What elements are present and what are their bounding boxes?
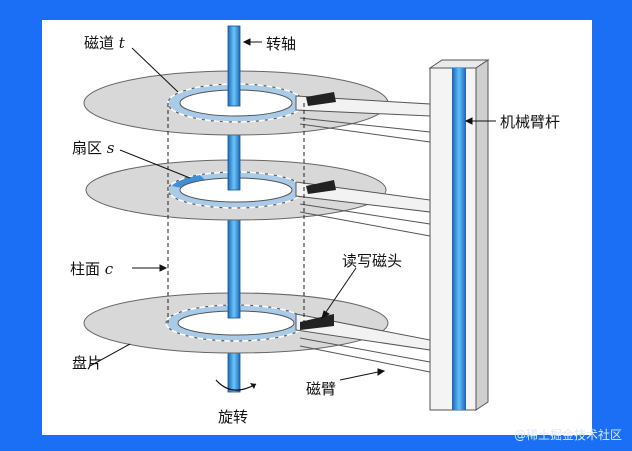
arm-assembly-bar (428, 59, 490, 411)
arm-middle (295, 180, 431, 237)
watermark: @稀土掘金技术社区 (513, 428, 622, 442)
spindle-bottom (227, 349, 241, 393)
label-platter: 盘片 (72, 354, 103, 372)
highlighted-sector (172, 175, 206, 188)
rotation-arrowhead (250, 383, 256, 389)
label-track: 磁道 t (84, 34, 125, 52)
label-arm: 磁臂 (306, 380, 337, 398)
label-sector: 扇区 s (72, 139, 115, 157)
label-rotation: 旋转 (218, 408, 249, 426)
arm-top (295, 92, 431, 143)
label-cylinder: 柱面 c (70, 260, 114, 278)
arm-bottom (295, 313, 431, 373)
label-spindle: 转轴 (266, 35, 297, 53)
leader-lines (89, 38, 496, 381)
spindle-top (227, 25, 241, 107)
label-rw-head: 读写磁头 (342, 252, 403, 270)
label-arm-assembly: 机械臂杆 (500, 113, 561, 131)
